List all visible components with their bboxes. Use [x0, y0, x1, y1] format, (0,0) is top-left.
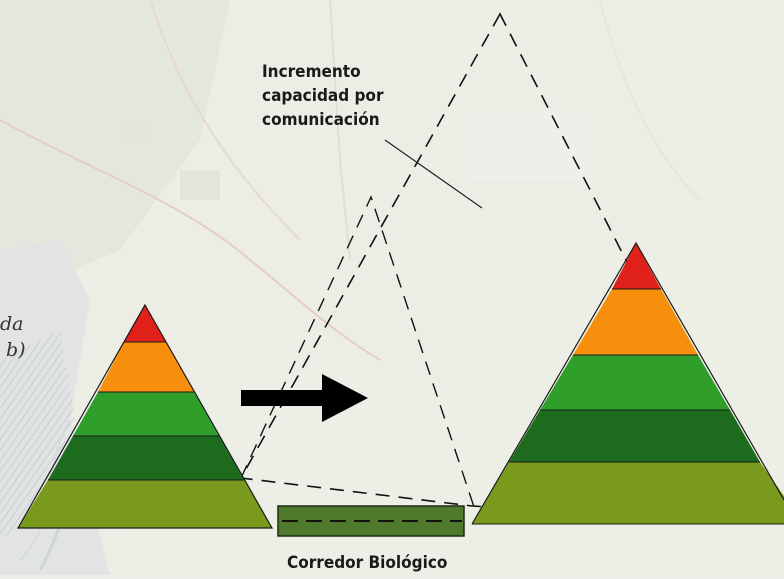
right-pyramid-band-3 — [540, 355, 730, 410]
right-pyramid-band-2 — [573, 289, 698, 355]
right-arrow-icon — [241, 374, 368, 422]
right-pyramid-band-base — [472, 462, 784, 524]
increment-leader-line — [384, 139, 483, 209]
left-pyramid-band-base — [18, 480, 272, 528]
increment-label-line: comunicación — [262, 110, 380, 130]
left-pyramid-band-4 — [48, 436, 244, 480]
increment-capacity-label: Incremento capacidad por comunicación — [262, 60, 384, 132]
left-pyramid-band-3 — [73, 392, 219, 436]
right-pyramid — [471, 241, 784, 525]
dashed-inner-triangle — [240, 195, 476, 511]
right-pyramid-band-4 — [509, 410, 760, 462]
left-pyramid — [16, 303, 274, 529]
left-pyramid-band-top — [124, 305, 166, 342]
corridor-label: Corredor Biológico — [287, 553, 448, 573]
edge-text-fragment: b) — [6, 339, 26, 361]
edge-text-fragment: da — [0, 313, 24, 335]
biological-corridor — [277, 505, 465, 537]
increment-label-line: Incremento — [262, 62, 361, 82]
left-pyramid-band-2 — [98, 342, 194, 392]
increment-label-line: capacidad por — [262, 86, 384, 106]
right-pyramid-band-top — [612, 243, 661, 289]
